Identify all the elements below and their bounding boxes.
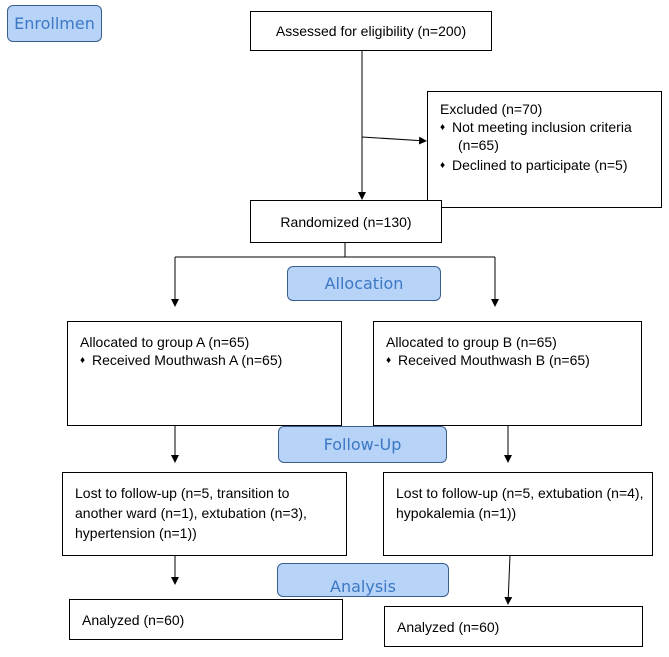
- stage-enrollment: Enrollmen: [7, 5, 102, 42]
- group-a-received-item: ♦ Received Mouthwash A (n=65): [80, 351, 341, 370]
- excluded-item-1-line1: Not meeting inclusion criteria: [452, 119, 632, 135]
- bullet-icon: ♦: [440, 122, 446, 133]
- group-b-lost-box: Lost to follow-up (n=5, extubation (n=4)…: [383, 472, 653, 556]
- group-a-lost-box: Lost to follow-up (n=5, transition to an…: [62, 472, 347, 556]
- excluded-item-1: ♦ Not meeting inclusion criteria (n=65): [440, 118, 661, 154]
- bullet-icon: ♦: [80, 355, 86, 366]
- group-b-allocated-text: Allocated to group B (n=65): [386, 334, 557, 350]
- randomized-box: Randomized (n=130): [250, 200, 442, 243]
- group-b-received-item: ♦ Received Mouthwash B (n=65): [386, 351, 641, 370]
- stage-allocation-label: Allocation: [324, 274, 404, 293]
- stage-analysis: Analysis: [277, 563, 449, 597]
- group-a-allocated-box: Allocated to group A (n=65) ♦ Received M…: [67, 321, 342, 426]
- excluded-box: Excluded (n=70) ♦ Not meeting inclusion …: [427, 91, 662, 208]
- assessed-text: Assessed for eligibility (n=200): [275, 23, 467, 39]
- excluded-item-2-line1: Declined to participate (n=5): [452, 157, 628, 173]
- assessed-box: Assessed for eligibility (n=200): [250, 11, 492, 51]
- randomized-text: Randomized (n=130): [280, 213, 412, 230]
- group-b-allocated-box: Allocated to group B (n=65) ♦ Received M…: [373, 321, 642, 426]
- excluded-item-2: ♦ Declined to participate (n=5): [440, 156, 661, 175]
- group-b-analyzed-box: Analyzed (n=60): [384, 606, 643, 647]
- group-a-analyzed-text: Analyzed (n=60): [82, 612, 185, 628]
- arrow-to-excluded: [361, 136, 427, 145]
- group-a-allocated-text: Allocated to group A (n=65): [80, 334, 250, 350]
- group-b-lost-text: Lost to follow-up (n=5, extubation (n=4)…: [396, 485, 644, 521]
- stage-followup: Follow-Up: [278, 426, 447, 463]
- group-b-received-text: Received Mouthwash B (n=65): [398, 352, 590, 368]
- group-a-analyzed-box: Analyzed (n=60): [69, 599, 343, 640]
- group-a-received-text: Received Mouthwash A (n=65): [92, 352, 283, 368]
- stage-followup-label: Follow-Up: [323, 435, 402, 454]
- excluded-item-1-line2: (n=65): [458, 137, 499, 153]
- stage-enrollment-label: Enrollmen: [14, 14, 95, 33]
- stage-analysis-label: Analysis: [330, 577, 396, 596]
- bullet-icon: ♦: [386, 355, 392, 366]
- group-b-analyzed-text: Analyzed (n=60): [397, 619, 500, 635]
- group-a-lost-text: Lost to follow-up (n=5, transition to an…: [75, 485, 307, 541]
- stage-allocation: Allocation: [287, 266, 441, 301]
- arrow-b-to-analysis: [504, 554, 513, 605]
- excluded-title: Excluded (n=70): [440, 101, 543, 117]
- bullet-icon: ♦: [440, 160, 446, 171]
